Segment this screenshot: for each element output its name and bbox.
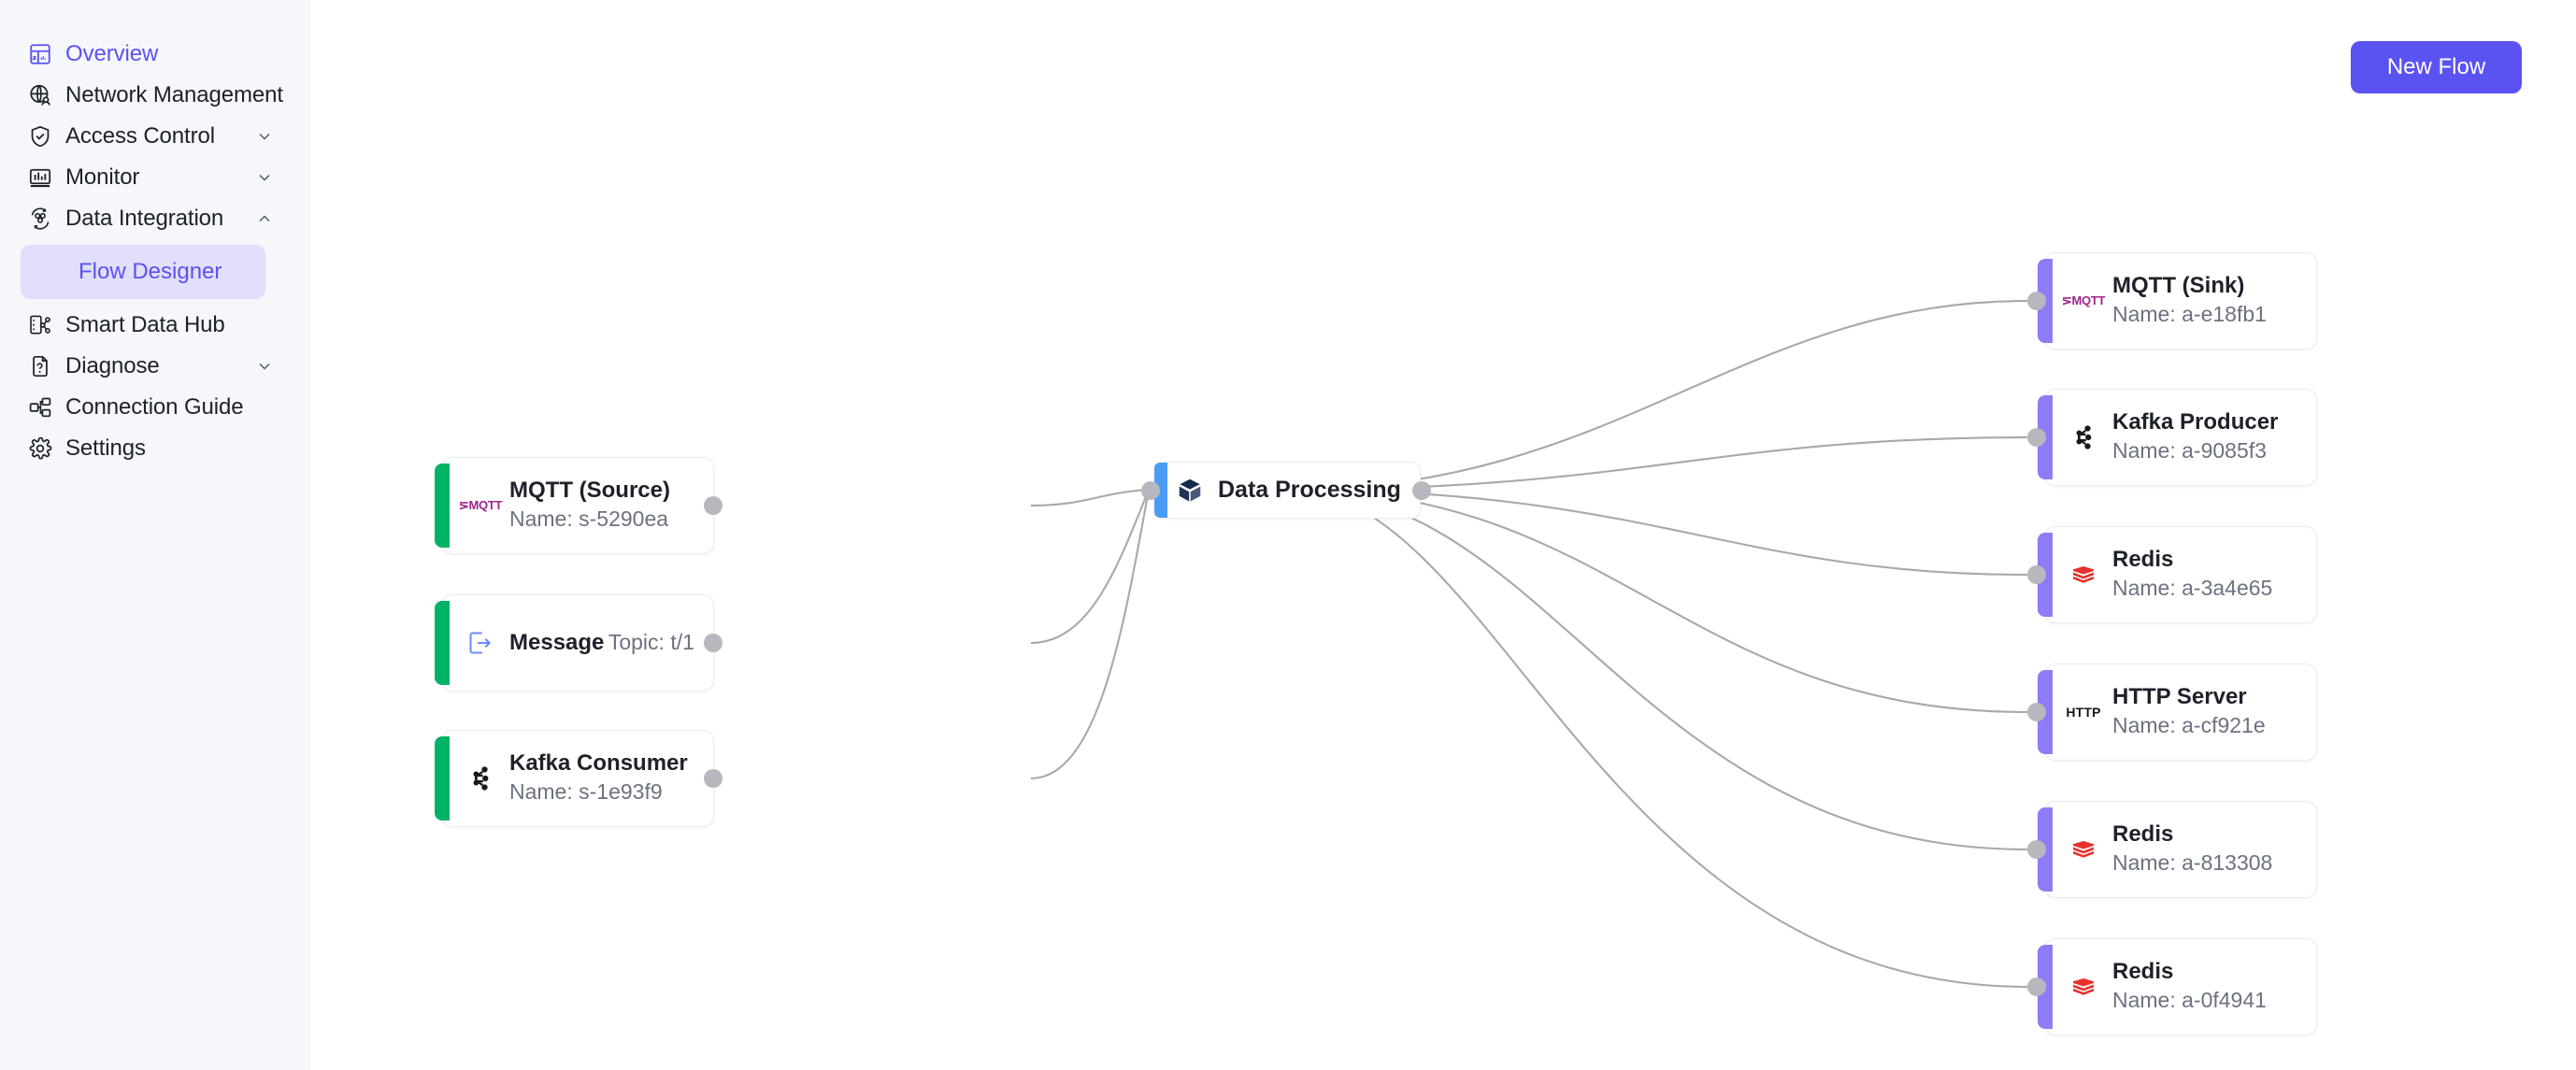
sidebar-item-monitor[interactable]: Monitor: [21, 157, 284, 198]
edge-processing-to-redis-2: [1288, 488, 2028, 851]
node-subtitle: Name: a-9085f3: [2112, 438, 2267, 464]
processing-accent-bar: [1154, 463, 1167, 518]
mqtt-logo-icon: ⋝MQTT: [2061, 293, 2106, 307]
sidebar-item-diagnose[interactable]: Diagnose: [21, 346, 284, 387]
sidebar-subitem-label: Flow Designer: [79, 259, 222, 284]
gear-icon: [26, 435, 54, 463]
overview-icon: [26, 40, 54, 68]
new-flow-button[interactable]: New Flow: [2351, 41, 2522, 93]
edge-mqtt-source-to-processing: [1030, 488, 1150, 507]
node-title: Kafka Consumer: [509, 750, 688, 777]
node-title: Kafka Producer: [2112, 409, 2279, 435]
sidebar-item-label: Smart Data Hub: [65, 312, 225, 337]
node-input-handle[interactable]: [2027, 428, 2046, 447]
connection-guide-icon: [26, 393, 54, 421]
node-subtitle: Topic: t/1: [608, 630, 694, 655]
flow-node-redis-3[interactable]: Redis Name: a-0f4941: [2027, 938, 2317, 1035]
http-logo-icon: HTTP: [2066, 705, 2101, 720]
edge-kafka-consumer-to-processing: [1030, 489, 1151, 780]
flow-node-redis-1[interactable]: Redis Name: a-3a4e65: [2027, 526, 2317, 623]
sidebar-item-connection-guide[interactable]: Connection Guide: [21, 387, 284, 428]
sidebar-item-label: Settings: [65, 435, 146, 461]
node-title: Message: [509, 630, 605, 656]
node-output-handle[interactable]: [704, 769, 723, 788]
node-input-handle[interactable]: [1141, 480, 1160, 500]
node-output-handle[interactable]: [704, 496, 723, 515]
cube-icon: [1173, 477, 1207, 505]
sidebar-item-smart-data-hub[interactable]: Smart Data Hub: [21, 305, 284, 346]
flow-node-redis-2[interactable]: Redis Name: a-813308: [2027, 801, 2317, 898]
source-accent-bar: [435, 464, 450, 548]
flow-node-mqtt-source[interactable]: ⋝MQTT MQTT (Source) Name: s-5290ea: [435, 457, 723, 554]
smart-data-hub-icon: [26, 311, 54, 339]
node-input-handle[interactable]: [2027, 703, 2046, 721]
message-out-icon: [459, 629, 502, 657]
node-title: HTTP Server: [2112, 684, 2247, 710]
node-title: Redis: [2112, 821, 2174, 848]
sidebar-item-label: Access Control: [65, 123, 215, 149]
node-subtitle: Name: s-5290ea: [509, 506, 669, 532]
flow-node-message[interactable]: Message Topic: t/1: [435, 594, 723, 692]
node-output-handle[interactable]: [704, 634, 723, 652]
shield-check-icon: [26, 122, 54, 150]
node-output-handle[interactable]: [1412, 480, 1431, 500]
sidebar-item-label: Network Management: [65, 82, 283, 107]
diagnose-icon: [26, 352, 54, 380]
redis-logo-icon: [2062, 562, 2105, 588]
node-subtitle: Name: s-1e93f9: [509, 779, 663, 805]
node-subtitle: Name: a-813308: [2112, 850, 2273, 876]
node-title: Redis: [2112, 547, 2174, 573]
sidebar-item-settings[interactable]: Settings: [21, 428, 284, 469]
node-title: MQTT (Sink): [2112, 273, 2245, 299]
sidebar-item-label: Overview: [65, 41, 159, 66]
chevron-down-icon[interactable]: [254, 167, 275, 188]
sidebar-item-flow-designer[interactable]: Flow Designer: [21, 245, 265, 299]
edge-message-to-processing: [1030, 489, 1150, 645]
chevron-up-icon[interactable]: [254, 208, 275, 229]
sidebar-item-label: Data Integration: [65, 206, 224, 231]
redis-logo-icon: [2062, 974, 2105, 1000]
sidebar-item-label: Diagnose: [65, 353, 160, 378]
node-input-handle[interactable]: [2027, 292, 2046, 310]
sidebar-item-label: Connection Guide: [65, 394, 244, 420]
flow-node-data-processing[interactable]: Data Processing: [1141, 462, 1431, 519]
node-title: Data Processing: [1218, 476, 1401, 503]
flow-canvas[interactable]: New Flow ⋝MQTT MQTT (Source) Name: s-529…: [310, 0, 2576, 1070]
data-integration-icon: [26, 205, 54, 233]
node-input-handle[interactable]: [2027, 565, 2046, 584]
flow-node-mqtt-sink[interactable]: ⋝MQTT MQTT (Sink) Name: a-e18fb1: [2027, 252, 2317, 350]
sidebar-item-overview[interactable]: Overview: [21, 34, 284, 75]
node-subtitle: Name: a-0f4941: [2112, 988, 2267, 1013]
sidebar-item-label: Monitor: [65, 164, 140, 190]
redis-logo-icon: [2062, 836, 2105, 863]
node-subtitle: Name: a-cf921e: [2112, 713, 2266, 738]
node-title: MQTT (Source): [509, 478, 670, 504]
kafka-logo-icon: [2062, 423, 2105, 451]
chevron-down-icon[interactable]: [254, 356, 275, 377]
edge-processing-to-http-server: [1288, 488, 2028, 714]
globe-user-icon: [26, 81, 54, 109]
sidebar: Overview Network Management Access C: [0, 0, 310, 1070]
monitor-chart-icon: [26, 164, 54, 192]
source-accent-bar: [435, 736, 450, 820]
chevron-down-icon[interactable]: [254, 126, 275, 147]
source-accent-bar: [435, 601, 450, 685]
node-input-handle[interactable]: [2027, 977, 2046, 996]
node-input-handle[interactable]: [2027, 840, 2046, 859]
node-title: Redis: [2112, 959, 2174, 985]
edge-processing-to-redis-3: [1288, 488, 2028, 989]
sidebar-item-network-management[interactable]: Network Management: [21, 75, 284, 116]
kafka-logo-icon: [459, 764, 502, 792]
sidebar-item-access-control[interactable]: Access Control: [21, 116, 284, 157]
node-subtitle: Name: a-e18fb1: [2112, 302, 2267, 327]
flow-node-kafka-consumer[interactable]: Kafka Consumer Name: s-1e93f9: [435, 730, 723, 827]
flow-node-http-server[interactable]: HTTP HTTP Server Name: a-cf921e: [2027, 663, 2317, 761]
flow-node-kafka-producer[interactable]: Kafka Producer Name: a-9085f3: [2027, 389, 2317, 486]
sidebar-item-data-integration[interactable]: Data Integration: [21, 198, 284, 239]
node-subtitle: Name: a-3a4e65: [2112, 576, 2273, 601]
mqtt-logo-icon: ⋝MQTT: [458, 498, 503, 512]
